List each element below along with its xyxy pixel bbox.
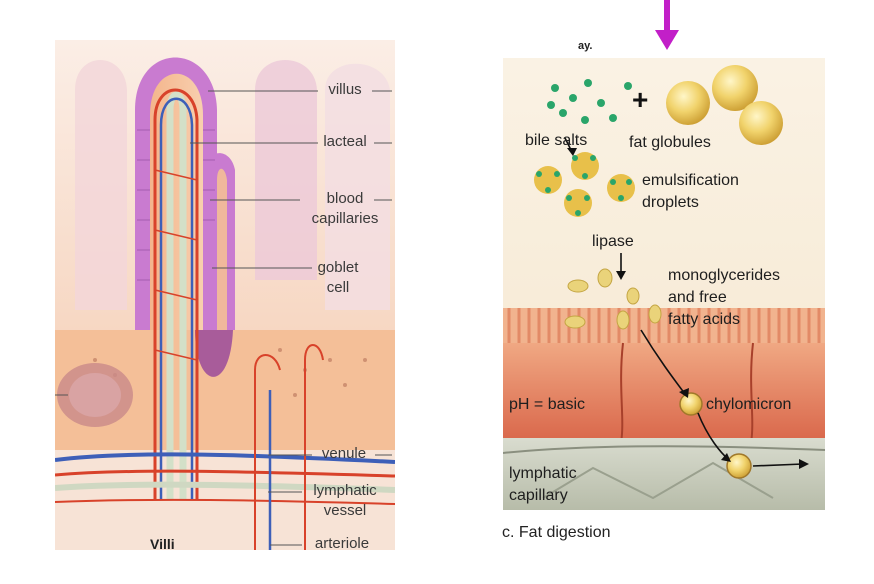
villi-caption: Villi: [150, 536, 175, 552]
top-fragment-text: ay.: [578, 40, 593, 52]
chylomicron-label: chylomicron: [706, 396, 792, 413]
blood-capillaries-label: blood capillaries: [311, 190, 379, 227]
lymphatic-capillary-label: lymphatic capillary: [509, 465, 577, 504]
lymphatic-vessel-label: lymphatic vessel: [313, 482, 377, 519]
goblet-cell-label: goblet cell: [317, 259, 359, 296]
monoglycerides-label: monoglycerides and free fatty acids: [668, 267, 781, 328]
villi-illustration: [54, 40, 396, 550]
ph-basic-label: pH = basic: [509, 396, 586, 413]
fat-digestion-panel: [503, 58, 825, 510]
lacteal-label: lacteal: [323, 133, 367, 150]
plus-sign: +: [632, 84, 649, 115]
villus-label: villus: [328, 81, 362, 98]
villi-panel: [54, 30, 396, 560]
emulsification-droplets-label: emulsification droplets: [642, 172, 739, 211]
fat-globules-label: fat globules: [629, 134, 711, 151]
bile-salts-label: bile salts: [525, 132, 588, 149]
fat-digestion-illustration: [503, 58, 825, 510]
down-arrow-icon: [655, 0, 679, 50]
venule-label: venule: [321, 445, 367, 462]
lipase-label: lipase: [592, 233, 634, 250]
fat-digestion-caption: c. Fat digestion: [502, 524, 611, 541]
arteriole-label: arteriole: [314, 535, 370, 552]
